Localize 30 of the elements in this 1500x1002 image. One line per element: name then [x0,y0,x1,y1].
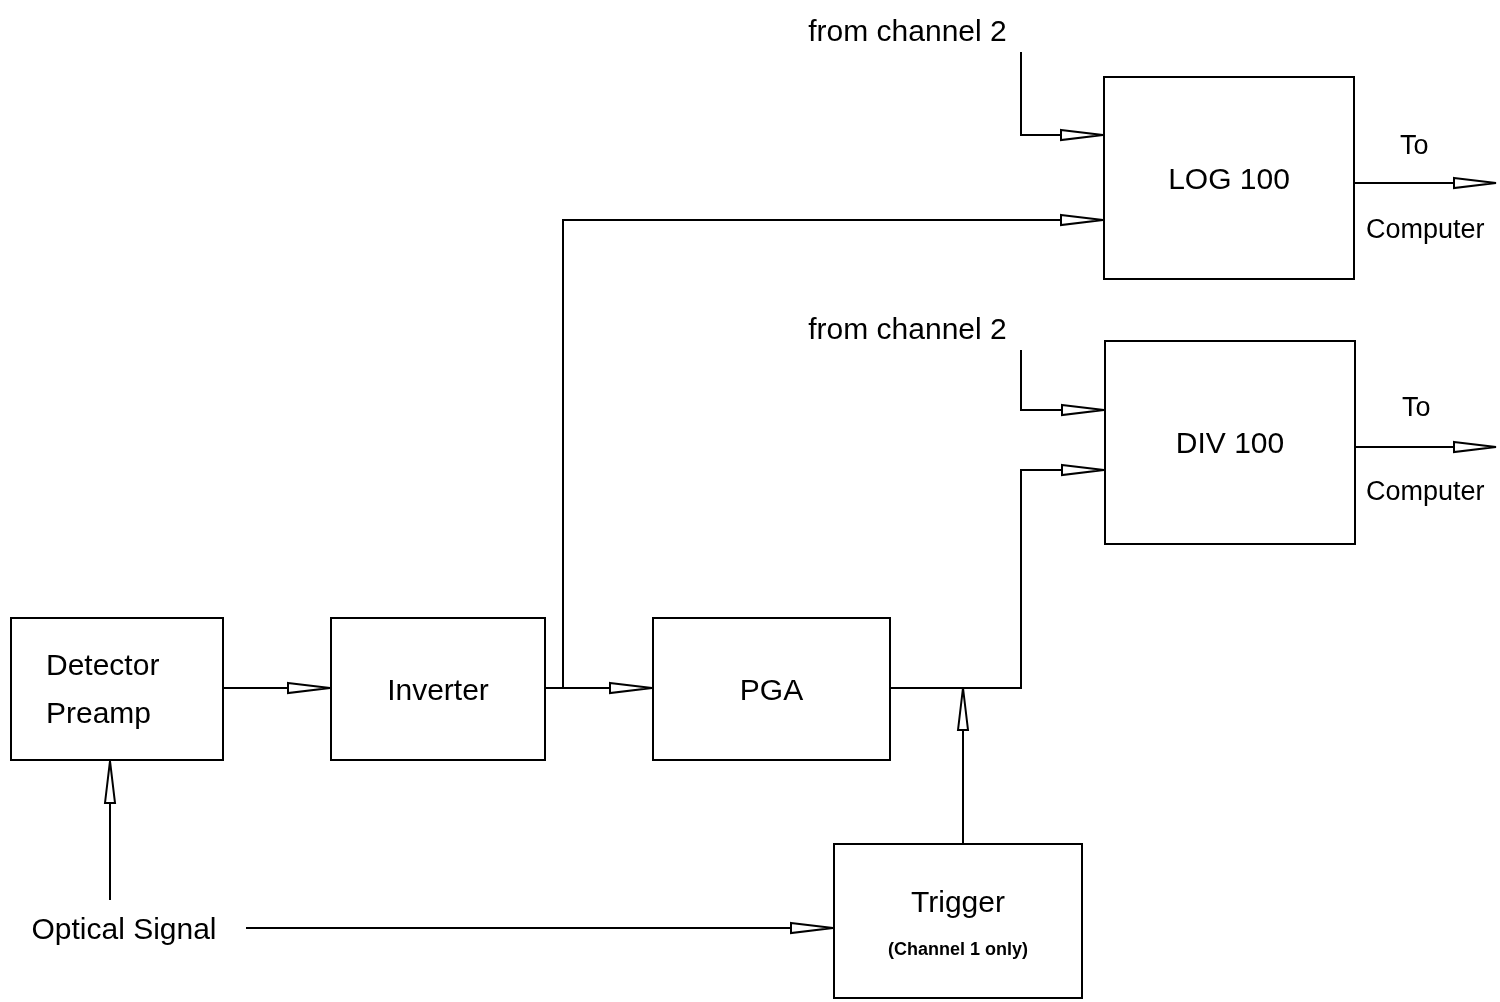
box-title: DIV 100 [1175,425,1285,461]
box-title: Inverter [387,671,489,708]
arrow [1354,177,1497,189]
signal-label: Computer [1366,476,1485,507]
signal-label: To [1402,392,1431,423]
process-box [833,843,1083,999]
arrow [1355,441,1497,453]
arrow [890,464,1105,689]
process-box [10,617,224,761]
arrow [957,687,969,844]
arrow [1020,51,1104,141]
signal-label: from channel 2 [808,310,1007,347]
signal-label: To [1400,130,1429,161]
box-title: Trigger [911,884,1005,920]
arrow [545,214,1104,689]
process-box [1104,340,1356,545]
box-title: Detector Preamp [46,647,161,731]
signal-label: Computer [1366,214,1485,245]
process-box [330,617,546,761]
arrow [1020,349,1105,416]
process-box [652,617,891,761]
process-box [1103,76,1355,280]
box-title: LOG 100 [1168,160,1290,197]
signal-label: from channel 2 [808,12,1007,49]
signal-label: Optical Signal [31,910,217,947]
arrow [104,760,116,901]
arrow [245,922,834,934]
box-title: PGA [739,671,804,708]
box-note: (Channel 1 only) [888,938,1028,961]
arrow [223,682,331,694]
